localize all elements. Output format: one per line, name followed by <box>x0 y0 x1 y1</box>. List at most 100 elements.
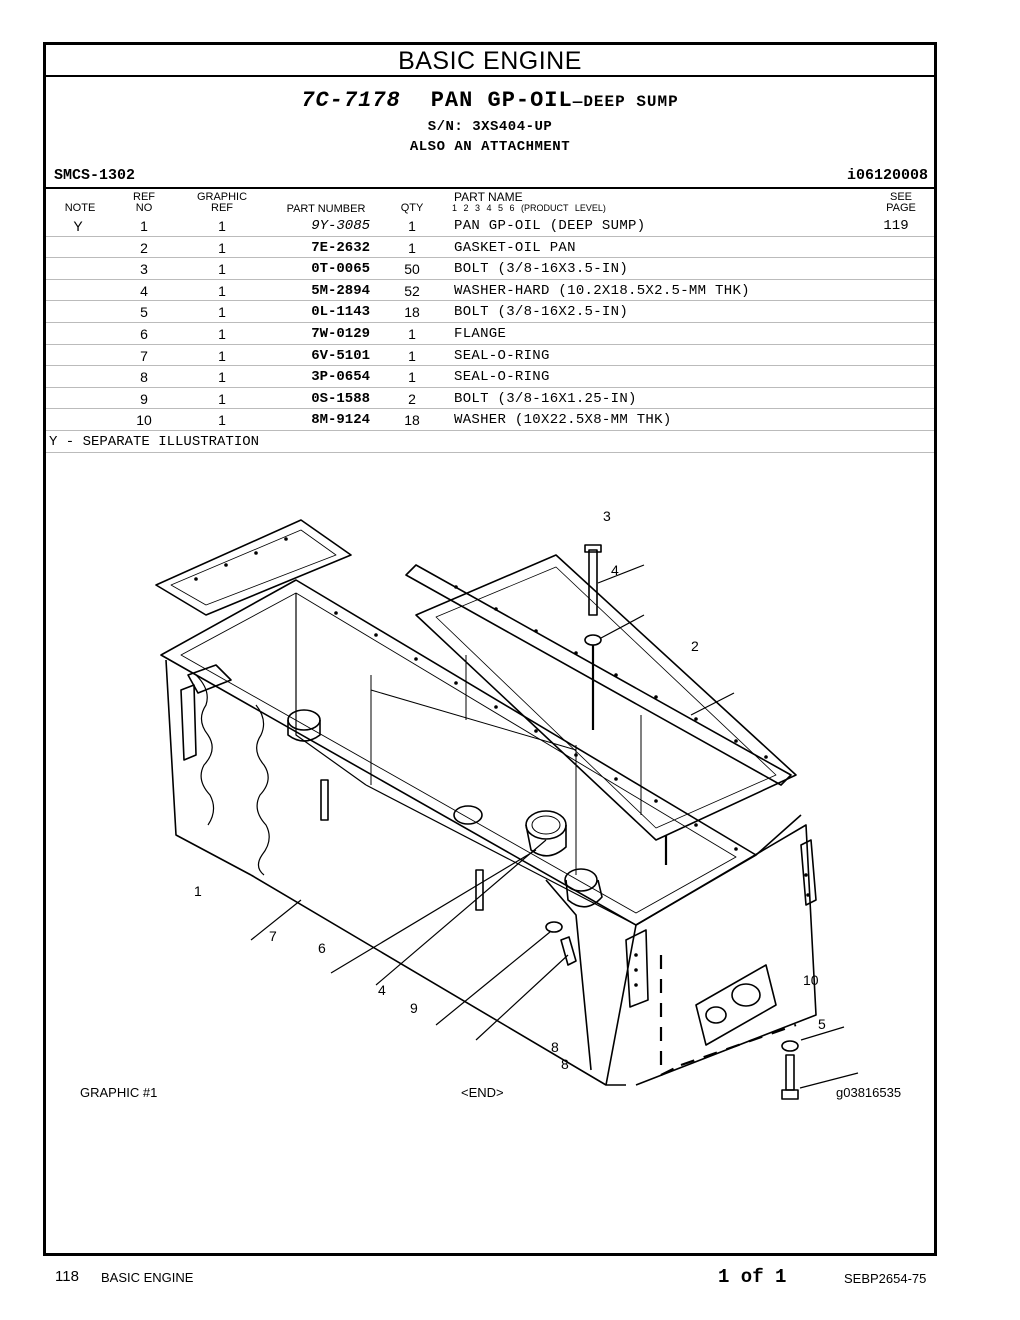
cell-part-name: FLANGE <box>454 325 507 342</box>
callout-label: 3 <box>603 508 611 524</box>
col-part-name-line1: PART NAME <box>454 190 523 204</box>
col-graphic-ref-line2: REF <box>211 202 233 214</box>
callout-label: 8 <box>561 1056 569 1072</box>
cell-qty: 1 <box>408 325 416 342</box>
cell-ref-no: 6 <box>140 325 148 342</box>
cell-graphic-ref: 1 <box>218 304 226 321</box>
table-row: 6 1 7W-0129 1 FLANGE <box>46 323 934 345</box>
graphic-number: g03816535 <box>836 1085 902 1100</box>
cell-part-name: SEAL-O-RING <box>454 347 550 364</box>
cell-ref-no: 4 <box>140 282 148 299</box>
cell-qty: 50 <box>404 261 420 278</box>
cell-qty: 1 <box>408 369 416 386</box>
cell-qty: 18 <box>404 304 420 321</box>
cell-part-name: PAN GP-OIL (DEEP SUMP) <box>454 218 646 234</box>
cell-qty: 2 <box>408 390 416 407</box>
cell-qty: 18 <box>404 412 420 429</box>
callout-label: 6 <box>318 940 326 956</box>
col-see-page-line1: SEE <box>889 191 912 203</box>
table-row: 10 1 8M-9124 18 WASHER (10X22.5X8-MM THK… <box>46 409 934 431</box>
callout-label: 10 <box>803 972 819 988</box>
callout-label: 5 <box>818 1016 826 1032</box>
callout-label: 4 <box>611 562 619 578</box>
col-graphic-ref-line1: GRAPHIC <box>196 191 248 203</box>
serial-number: S/N: 3XS404-UP <box>427 119 553 135</box>
cell-part-name: GASKET-OIL PAN <box>454 239 576 256</box>
cell-note: Y <box>73 218 83 234</box>
table-row: 8 1 3P-0654 1 SEAL-O-RING <box>46 366 934 388</box>
page-number: 118 <box>55 1268 79 1285</box>
cell-ref-no: 10 <box>136 412 152 429</box>
table-row: 9 1 0S-1588 2 BOLT (3/8-16X1.25-IN) <box>46 388 934 410</box>
col-see-page-line2: PAGE <box>886 202 916 214</box>
cell-graphic-ref: 1 <box>218 412 226 429</box>
parts-table: Y 1 1 9Y-3085 1 PAN GP-OIL (DEEP SUMP) 1… <box>46 215 934 453</box>
cell-graphic-ref: 1 <box>218 239 226 256</box>
callout-label: 2 <box>691 638 699 654</box>
attachment-note: ALSO AN ATTACHMENT <box>409 139 571 155</box>
cell-ref-no: 2 <box>140 239 148 256</box>
cell-part-name: WASHER-HARD (10.2X18.5X2.5-MM THK) <box>454 282 750 299</box>
cell-graphic-ref: 1 <box>218 325 226 342</box>
col-part-name-line2: 1 2 3 4 5 6 (PRODUCT LEVEL) <box>452 203 606 213</box>
table-row: 5 1 0L-1143 18 BOLT (3/8-16X2.5-IN) <box>46 301 934 323</box>
cell-ref-no: 3 <box>140 261 148 278</box>
document-number: SEBP2654-75 <box>844 1271 927 1286</box>
col-ref-no-line2: NO <box>135 202 153 214</box>
callout-label: 1 <box>194 883 202 899</box>
col-ref-no-line1: REF <box>133 191 155 203</box>
cell-part-number: 5M-2894 <box>311 282 370 299</box>
cell-part-number: 6V-5101 <box>311 347 370 364</box>
cell-part-number: 0L-1143 <box>311 304 370 321</box>
cell-graphic-ref: 1 <box>218 218 226 234</box>
table-row: 7 1 6V-5101 1 SEAL-O-RING <box>46 345 934 367</box>
cell-part-number: 0S-1588 <box>311 390 370 407</box>
graphic-label: GRAPHIC #1 <box>80 1085 158 1100</box>
cell-ref-no: 9 <box>140 390 148 407</box>
table-row: Y 1 1 9Y-3085 1 PAN GP-OIL (DEEP SUMP) 1… <box>46 215 934 237</box>
page-title: BASIC ENGINE <box>46 45 934 77</box>
group-part-name: PAN GP-OIL <box>430 88 573 113</box>
cell-part-number-link[interactable]: 9Y-3085 <box>311 218 370 234</box>
cell-graphic-ref: 1 <box>218 347 226 364</box>
cell-part-number: 8M-9124 <box>311 412 370 429</box>
callout-label: 9 <box>410 1000 418 1016</box>
cell-ref-no: 1 <box>140 218 148 234</box>
cell-part-name: BOLT (3/8-16X2.5-IN) <box>454 304 629 321</box>
col-ref-no: REF NO <box>124 192 164 214</box>
cell-qty: 1 <box>408 347 416 364</box>
note-legend: Y - SEPARATE ILLUSTRATION <box>49 433 260 450</box>
callout-label: 4 <box>378 982 386 998</box>
col-see-page: SEE PAGE <box>876 192 926 214</box>
callout-label: 7 <box>269 928 277 944</box>
cell-graphic-ref: 1 <box>218 282 226 299</box>
footer-section: BASIC ENGINE <box>101 1270 194 1285</box>
cell-ref-no: 8 <box>140 369 148 386</box>
page-count: 1 of 1 <box>718 1266 787 1288</box>
group-part-number[interactable]: 7C-7178 <box>301 88 401 113</box>
col-graphic-ref: GRAPHIC REF <box>192 192 252 214</box>
table-row: 4 1 5M-2894 52 WASHER-HARD (10.2X18.5X2.… <box>46 280 934 302</box>
cell-qty: 1 <box>408 239 416 256</box>
cell-part-number: 0T-0065 <box>311 261 370 278</box>
cell-part-name: BOLT (3/8-16X3.5-IN) <box>454 261 629 278</box>
cell-part-name: SEAL-O-RING <box>454 369 550 386</box>
col-part-number: PART NUMBER <box>286 203 366 215</box>
table-row: 2 1 7E-2632 1 GASKET-OIL PAN <box>46 237 934 259</box>
cell-see-page-link[interactable]: 119 <box>883 218 909 234</box>
note-legend-row: Y - SEPARATE ILLUSTRATION <box>46 431 934 453</box>
illustration-id: i06120008 <box>846 167 928 184</box>
cell-qty: 1 <box>408 218 416 234</box>
cell-graphic-ref: 1 <box>218 261 226 278</box>
exploded-view-illustration <box>155 519 859 1100</box>
cell-ref-no: 7 <box>140 347 148 364</box>
cell-part-name: BOLT (3/8-16X1.25-IN) <box>454 390 637 407</box>
cell-part-name: WASHER (10X22.5X8-MM THK) <box>454 412 672 429</box>
col-note: NOTE <box>64 202 96 214</box>
cell-graphic-ref: 1 <box>218 369 226 386</box>
page-footer: 118 BASIC ENGINE 1 of 1 SEBP2654-75 <box>0 1262 1020 1292</box>
table-row: 3 1 0T-0065 50 BOLT (3/8-16X3.5-IN) <box>46 258 934 280</box>
header-rule <box>46 187 934 189</box>
